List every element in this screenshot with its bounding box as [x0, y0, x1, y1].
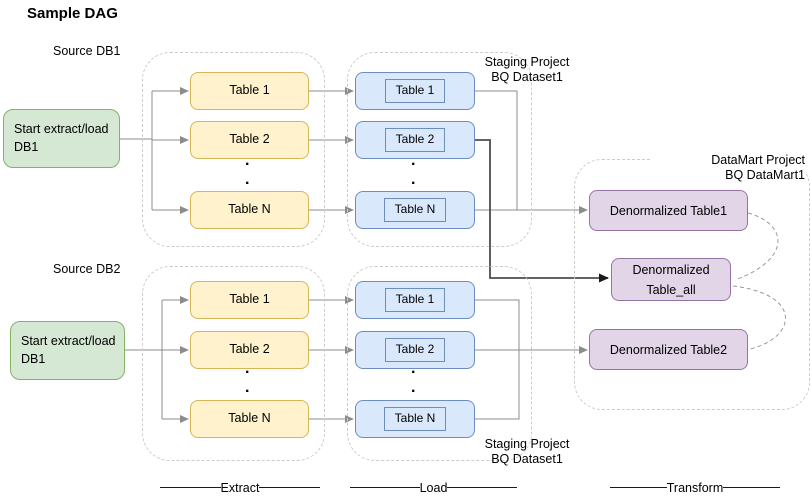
stage-label-load: Load — [350, 480, 517, 495]
ellipsis-dot: . — [411, 152, 416, 169]
extract-table-n-db1: Table N — [190, 191, 309, 229]
datamart-label: DataMart Project BQ DataMart1 — [650, 153, 805, 183]
stage-text: Transform — [666, 480, 724, 495]
denormalized-table2-node: Denormalized Table2 — [589, 329, 748, 370]
ellipsis-extract-db2: . . — [245, 360, 250, 396]
start-node-db1: Start extract/load DB1 — [3, 109, 120, 168]
load-table-1-db1: Table 1 — [355, 72, 475, 110]
extract-table-2-db2: Table 2 — [190, 331, 309, 369]
load-table-1-db2-inner: Table 1 — [384, 288, 446, 312]
load-table-n-db1: Table N — [355, 191, 475, 229]
ellipsis-dot: . — [411, 360, 416, 377]
stage-line — [447, 487, 517, 488]
ellipsis-dot: . — [245, 379, 250, 396]
load-table-2-db2: Table 2 — [355, 331, 475, 369]
load-group-db1 — [347, 52, 532, 247]
extract-table-1-db2: Table 1 — [190, 281, 309, 319]
stage-line — [723, 487, 780, 488]
extract-table-n-db2: Table N — [190, 400, 309, 438]
load-table-2-db1: Table 2 — [355, 121, 475, 159]
ellipsis-extract-db1: . . — [245, 152, 250, 188]
denormalized-table1-node: Denormalized Table1 — [589, 190, 748, 231]
extract-group-db1 — [142, 52, 325, 247]
load-table-1-db1-inner: Table 1 — [384, 79, 446, 103]
stage-label-extract: Extract — [160, 480, 320, 495]
extract-table-2-db1: Table 2 — [190, 121, 309, 159]
stage-line — [160, 487, 221, 488]
diagram-title: Sample DAG — [27, 5, 118, 22]
staging-label-top: Staging Project BQ Dataset1 — [484, 55, 570, 84]
denormalized-table-all-node: Denormalized Table_all — [611, 258, 731, 301]
load-group-db2 — [347, 266, 532, 461]
ellipsis-dot: . — [411, 379, 416, 396]
staging-label-bottom: Staging Project BQ Dataset1 — [484, 437, 570, 466]
extract-group-db2 — [142, 266, 325, 461]
ellipsis-load-db1: . . — [411, 152, 416, 188]
stage-line — [259, 487, 320, 488]
load-table-n-db1-inner: Table N — [383, 198, 447, 222]
stage-label-transform: Transform — [610, 480, 780, 495]
load-table-n-db2-inner: Table N — [383, 407, 447, 431]
ellipsis-dot: . — [245, 171, 250, 188]
load-table-1-db2: Table 1 — [355, 281, 475, 319]
start-node-db2: Start extract/load DB1 — [10, 321, 125, 380]
load-table-2-db2-inner: Table 2 — [384, 338, 446, 362]
load-table-n-db2: Table N — [355, 400, 475, 438]
source-db1-label: Source DB1 — [53, 44, 121, 58]
ellipsis-dot: . — [245, 360, 250, 377]
source-db2-label: Source DB2 — [53, 262, 121, 276]
ellipsis-dot: . — [245, 152, 250, 169]
ellipsis-dot: . — [411, 171, 416, 188]
stage-text: Extract — [220, 480, 260, 495]
stage-text: Load — [419, 480, 448, 495]
stage-line — [350, 487, 420, 488]
extract-table-1-db1: Table 1 — [190, 72, 309, 110]
ellipsis-load-db2: . . — [411, 360, 416, 396]
stage-line — [610, 487, 667, 488]
load-table-2-db1-inner: Table 2 — [384, 128, 446, 152]
